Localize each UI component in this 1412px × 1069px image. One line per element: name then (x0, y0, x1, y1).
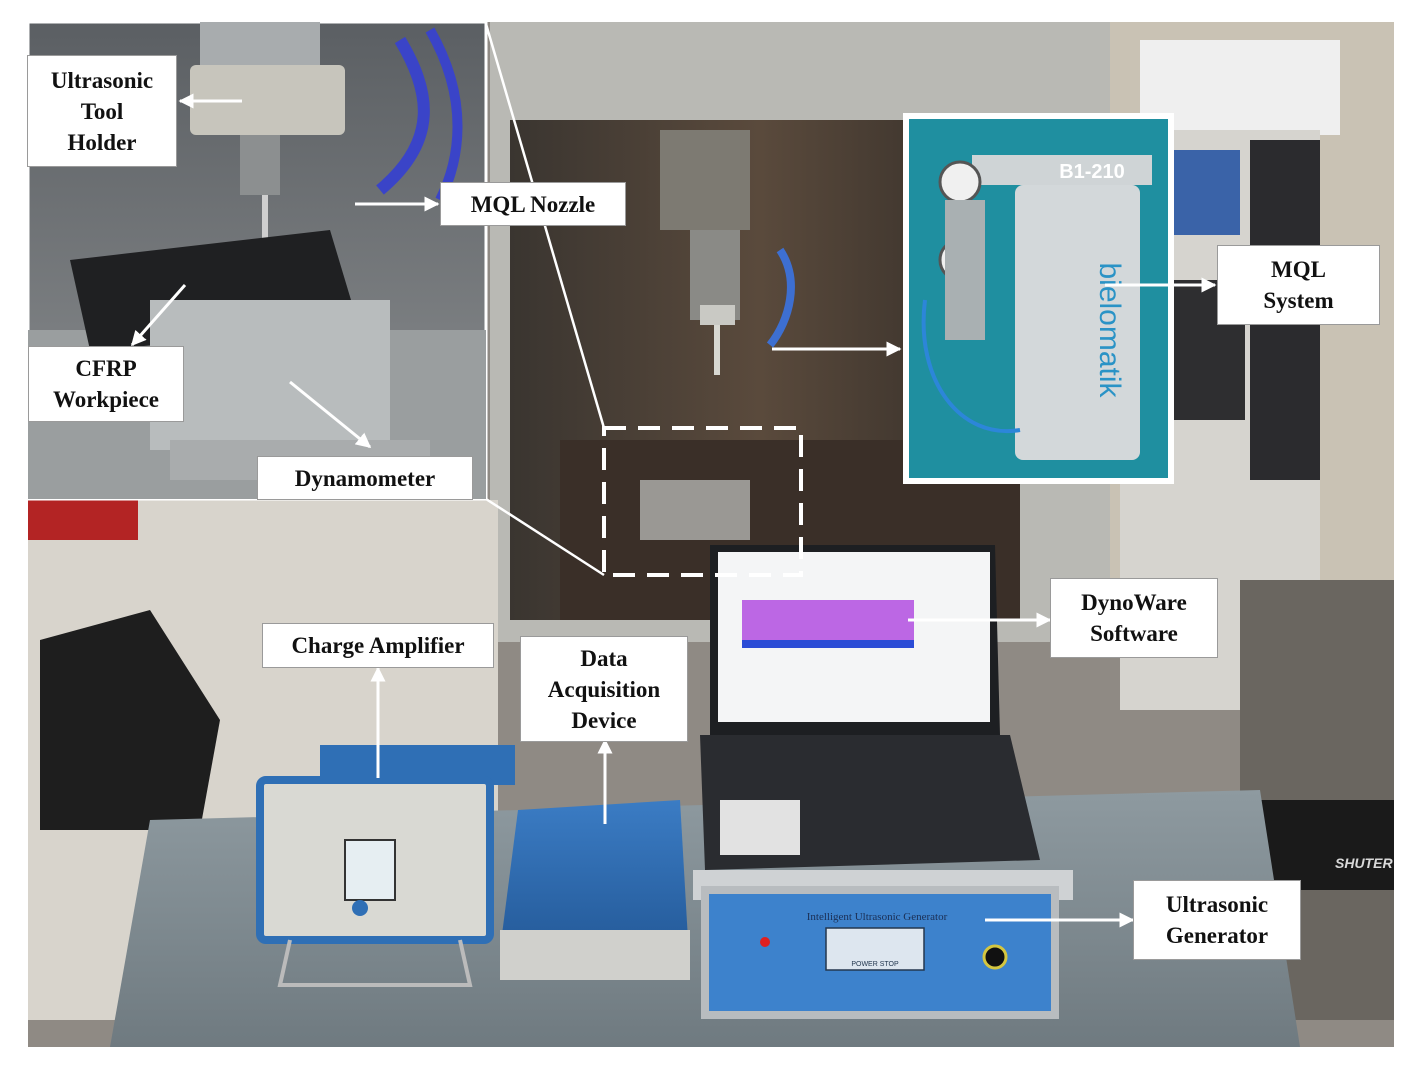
zoom-leader-top (484, 23, 606, 429)
label-charge-amplifier: Charge Amplifier (262, 623, 494, 668)
laptop-sticker (720, 800, 800, 855)
arrow-cfrp (130, 284, 187, 347)
red-cart (28, 500, 138, 540)
label-line: MQL Nozzle (470, 191, 596, 217)
fixture (640, 480, 750, 540)
daq-device (500, 800, 688, 950)
cnc-screen (1170, 150, 1240, 235)
label-line: CFRP (75, 356, 137, 381)
label-line: Generator (1165, 923, 1269, 948)
tool-holder (700, 305, 735, 325)
force-signal-lower (742, 640, 914, 648)
drill-bit (714, 325, 720, 375)
generator-panel-title: Intelligent Ultrasonic Generator (807, 911, 948, 923)
mql-model-text: B1-210 (1059, 161, 1125, 183)
ultrasonic-holder-body (190, 65, 345, 135)
label-line: MQL (1271, 257, 1326, 282)
mql-hose (376, 36, 430, 195)
spindle-head (660, 130, 750, 230)
zoom-region-box (602, 426, 803, 577)
label-line: Device (571, 707, 637, 733)
label-line: Software (1090, 621, 1178, 646)
chip-bin (40, 610, 220, 830)
generator-screen-text: POWER STOP (851, 961, 899, 968)
daq-front (500, 930, 690, 980)
label-mql-nozzle: MQL Nozzle (440, 182, 626, 226)
label-line: Dynamometer (294, 465, 436, 491)
label-line: Holder (67, 129, 137, 155)
dynamometer-body (150, 300, 390, 450)
generator-switch (982, 944, 1008, 970)
label-line: Acquisition (547, 676, 661, 702)
label-line: System (1263, 288, 1334, 313)
mql-brand-text: bielomatik (1093, 262, 1126, 398)
label-line: Ultrasonic (50, 67, 154, 93)
label-cfrp-workpiece: CFRP Workpiece (28, 346, 184, 422)
callout-arrows (130, 93, 1217, 928)
label-line: Charge Amplifier (291, 633, 465, 658)
label-line: DynoWare (1081, 590, 1187, 615)
label-line: Ultrasonic (1165, 892, 1269, 917)
charge-amplifier-knob (352, 900, 368, 916)
generator-display (825, 927, 925, 971)
label-line: Tool (80, 98, 124, 124)
zoom-leader-bottom (485, 497, 605, 577)
mql-system-inset: B1-210 bielomatik (903, 113, 1174, 484)
label-line: Data (580, 645, 628, 671)
charge-amplifier-stand (277, 939, 473, 987)
label-line: Workpiece (52, 387, 160, 412)
charge-amplifier-display (344, 839, 396, 901)
coolant-hose (766, 247, 795, 348)
floor-brand: SHUTER (1335, 855, 1393, 871)
label-dynamometer: Dynamometer (257, 456, 473, 500)
label-mql-system: MQL System (1217, 245, 1380, 325)
generator-power-lamp (760, 937, 770, 947)
arrow-dynamometer (289, 380, 372, 449)
